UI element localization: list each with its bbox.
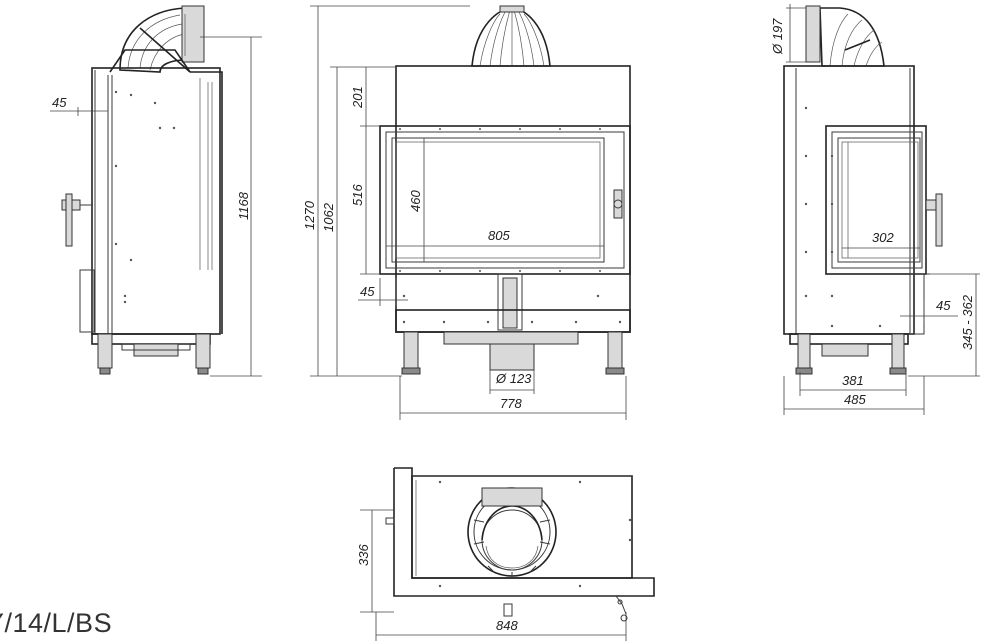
dim-side-height: 1168: [236, 191, 251, 220]
dim-front-floor-height: 1062: [321, 202, 336, 232]
dim-right-offset: 45: [936, 298, 951, 313]
dim-front-glass-width: 805: [488, 228, 510, 243]
front-view: 1270 1062 201 516 460 805 45 Ø 123 778: [302, 5, 631, 420]
dim-side-offset: 45: [52, 95, 67, 110]
side-view-right: Ø 197 302 45 345 - 362 381 485: [770, 4, 980, 415]
dim-right-flue: Ø 197: [770, 18, 785, 55]
dim-front-width: 778: [500, 396, 522, 411]
side-view-left: 45 1168: [50, 5, 262, 377]
dim-front-top-band: 201: [350, 86, 365, 109]
dim-top-width: 848: [496, 618, 518, 633]
dim-right-glass-width: 302: [872, 230, 894, 245]
dim-front-glass-height: 460: [408, 190, 423, 212]
dim-right-depth-total: 485: [844, 392, 866, 407]
dim-front-door-height: 516: [350, 184, 365, 206]
dim-front-left-offset: 45: [360, 284, 375, 299]
top-view: 336 848: [356, 467, 655, 641]
model-code: Y/14/L/BS: [0, 608, 113, 638]
dim-front-outlet: Ø 123: [495, 371, 532, 386]
dim-right-height-range: 345 - 362: [960, 294, 975, 350]
dim-front-total-height: 1270: [302, 200, 317, 230]
dim-right-depth-inner: 381: [842, 373, 864, 388]
dim-top-depth: 336: [356, 544, 371, 566]
